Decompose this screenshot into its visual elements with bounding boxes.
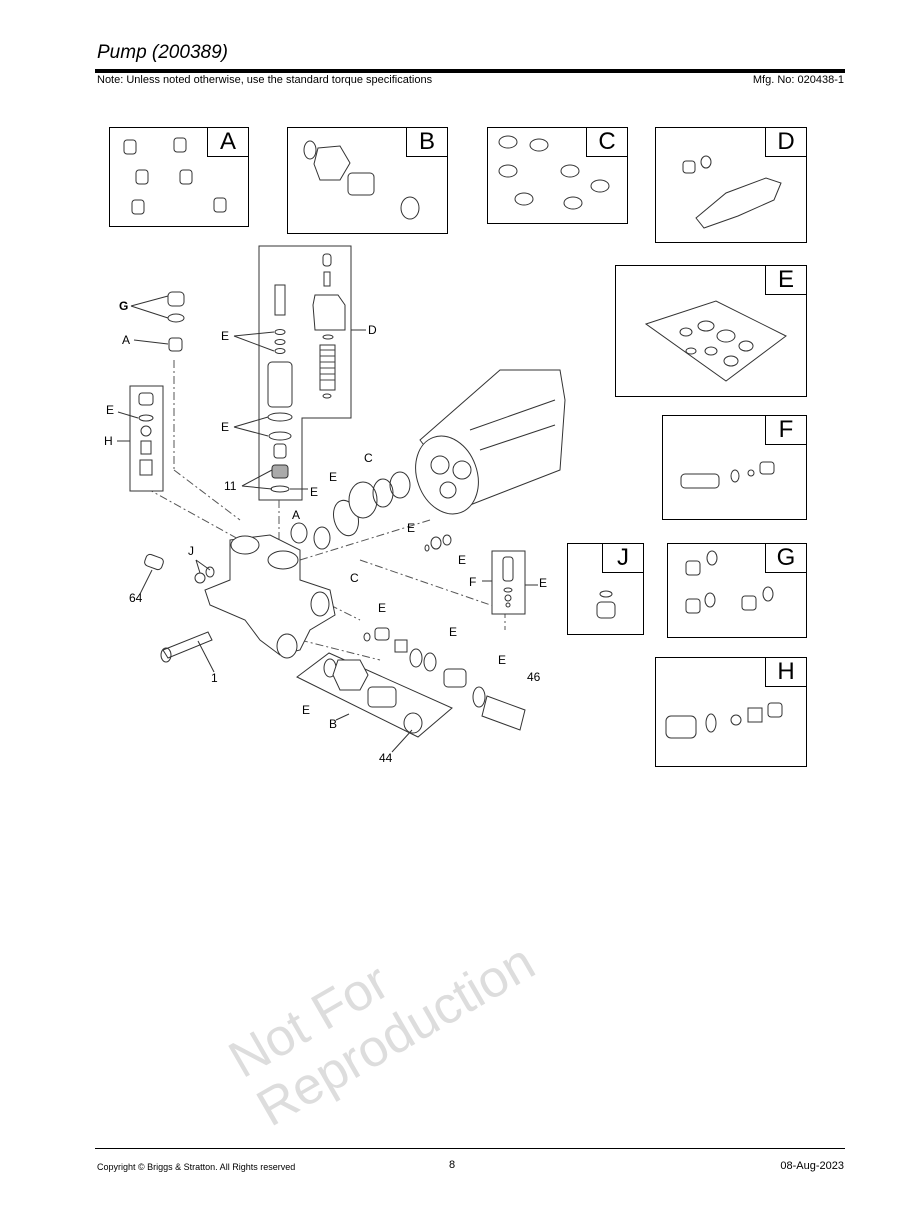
kit-letter: A — [207, 127, 249, 157]
callout-label: C — [350, 571, 359, 585]
callout-label: E — [378, 601, 387, 615]
callout-label: H — [104, 434, 113, 448]
kit-f-box: F — [662, 415, 807, 520]
callout-label: E — [221, 420, 230, 434]
kit-letter: H — [765, 657, 807, 687]
header-rule — [95, 69, 845, 73]
callout-label: 1 — [211, 671, 218, 685]
callout-label: A — [292, 508, 301, 522]
callout-label: C — [364, 451, 373, 465]
unloader-group-outline — [258, 245, 352, 501]
kit-g-box: G — [667, 543, 807, 638]
callout-label: 44 — [379, 751, 393, 765]
page-title: Pump (200389) — [97, 42, 228, 63]
page-number: 8 — [449, 1159, 456, 1171]
callout-label: B — [329, 717, 338, 731]
kit-a-box: A — [109, 127, 249, 227]
kit-h-box: H — [655, 657, 807, 767]
kit-j-box: J — [567, 543, 644, 635]
kit-letter: J — [602, 543, 644, 573]
callout-label: F — [469, 575, 477, 589]
kit-b-box: B — [287, 127, 448, 234]
torque-note: Note: Unless noted otherwise, use the st… — [97, 74, 433, 86]
mfg-number: Mfg. No: 020438-1 — [752, 74, 844, 86]
callout-label: E — [106, 403, 115, 417]
callout-label: E — [310, 485, 319, 499]
callout-label: 11 — [224, 479, 237, 493]
kit-c-box: C — [487, 127, 628, 224]
callout-label: A — [122, 333, 131, 347]
callout-label: D — [368, 323, 377, 337]
callout-label: E — [498, 653, 507, 667]
footer-rule — [95, 1148, 845, 1149]
pump-housing — [415, 369, 566, 515]
callout-label: E — [539, 576, 548, 590]
kit-letter: D — [765, 127, 807, 157]
kit-letter: B — [406, 127, 448, 157]
callout-label: E — [221, 329, 230, 343]
manifold — [204, 534, 336, 659]
callout-label: E — [329, 470, 338, 484]
copyright: Copyright © Briggs & Stratton. All Right… — [97, 1162, 296, 1172]
callout-label: 64 — [129, 591, 143, 605]
callout-label: E — [407, 521, 416, 535]
kit-d-box: D — [655, 127, 807, 243]
publish-date: 08-Aug-2023 — [780, 1160, 844, 1172]
callout-label: J — [188, 544, 194, 558]
kit-letter: G — [765, 543, 807, 573]
callout-label: G — [119, 299, 129, 313]
callout-label: 46 — [527, 670, 541, 684]
callout-label: E — [458, 553, 467, 567]
kit-letter: E — [765, 265, 807, 295]
kit-letter: F — [765, 415, 807, 445]
kit-e-box: E — [615, 265, 807, 397]
callout-label: E — [449, 625, 458, 639]
kit-letter: C — [586, 127, 628, 157]
callout-label: E — [302, 703, 311, 717]
